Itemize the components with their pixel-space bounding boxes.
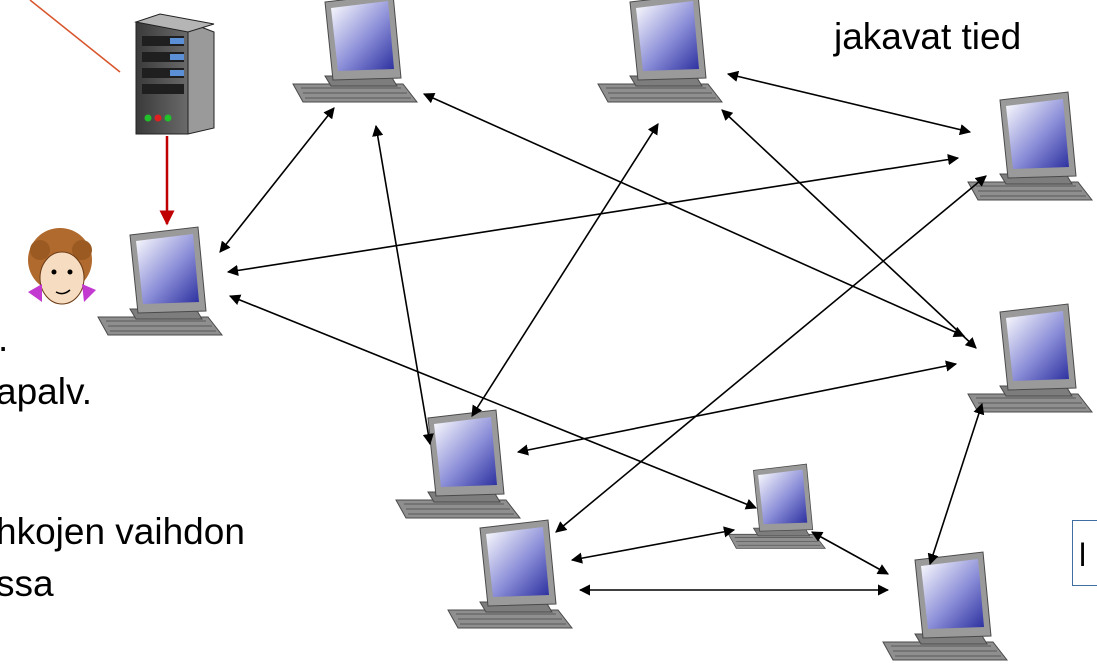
left-apalv-label: apalv.	[0, 371, 92, 412]
peer-computer-7	[447, 519, 573, 629]
connection-arrows	[219, 70, 987, 596]
server-tower-icon	[134, 13, 215, 135]
peer-computer-5	[395, 409, 521, 519]
top-right-label: jakavat tied	[834, 16, 1022, 57]
left-vaihdon-label: hkojen vaihdon	[0, 511, 245, 552]
side-text-box: l	[1072, 520, 1097, 586]
peer-computer-3	[967, 91, 1093, 201]
peer-computer-8	[882, 551, 1008, 661]
left-ssa-label: ssa	[0, 563, 54, 604]
peer-computer-4	[967, 303, 1093, 413]
side-box-label: l	[1079, 537, 1087, 573]
peer-computer-1	[292, 0, 418, 103]
peer-computer-6	[728, 463, 826, 549]
girl-avatar-icon	[28, 228, 96, 305]
peer-computer-2	[597, 0, 723, 103]
callout-line	[29, 0, 121, 73]
left-dot-label: .	[0, 320, 8, 357]
peer-computer-user	[97, 226, 223, 336]
